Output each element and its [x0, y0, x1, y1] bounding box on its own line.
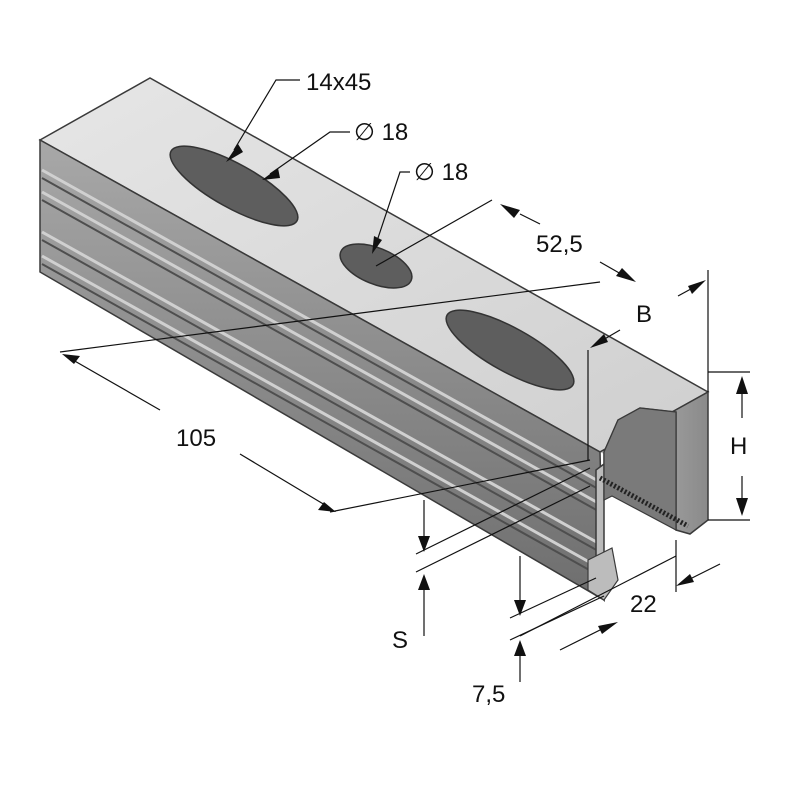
slot-hole-1 [169, 145, 299, 227]
hole-diameter-label-top: ∅ 18 [354, 119, 408, 146]
thickness-s-label: S [392, 627, 408, 654]
hole-diameter-label-mid: ∅ 18 [414, 159, 468, 186]
flange-label: 22 [630, 591, 657, 618]
height-h-label: H [730, 433, 747, 460]
slot-hole-2 [445, 309, 575, 391]
spacing-label: 52,5 [536, 231, 583, 258]
side-ribs [41, 168, 601, 570]
dimension-lines [59, 79, 750, 682]
channel-body [38, 77, 710, 603]
length-label: 105 [176, 425, 216, 452]
lip-label: 7,5 [472, 681, 505, 708]
labels: 14x45 ∅ 18 ∅ 18 52,5 B H 105 22 S 7,5 [176, 69, 747, 708]
slot-size-label: 14x45 [306, 69, 371, 96]
width-b-label: B [636, 301, 652, 328]
serrated-lip [598, 475, 690, 529]
channel-inner [603, 407, 677, 531]
